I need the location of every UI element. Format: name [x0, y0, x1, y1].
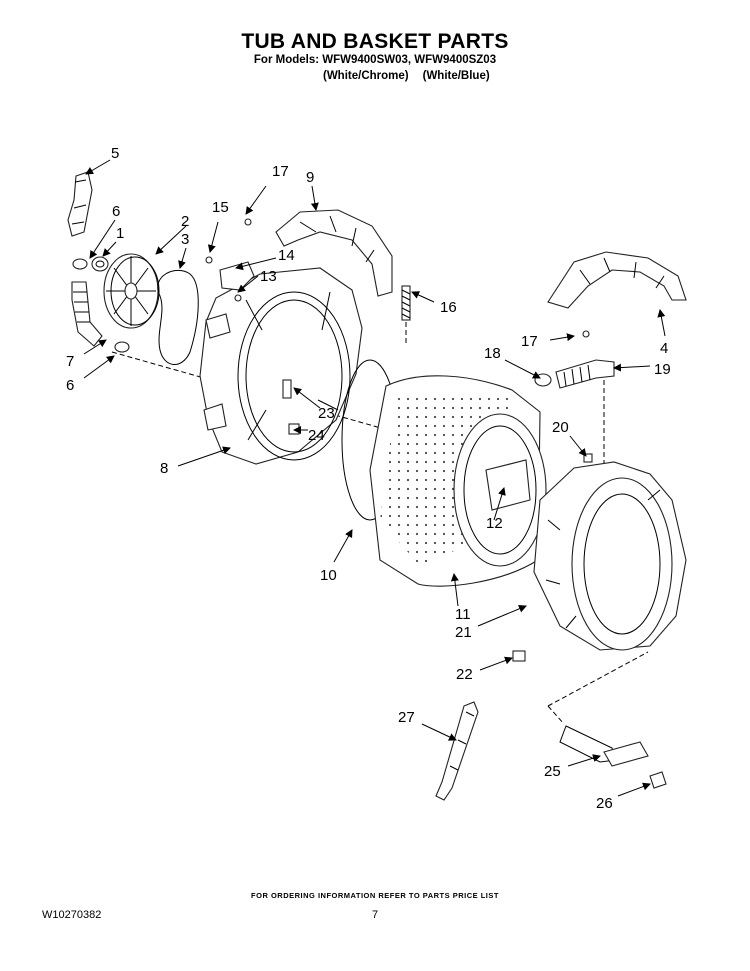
callout-22: 22 [456, 666, 473, 683]
callout-6-lower: 6 [66, 377, 74, 394]
callout-26: 26 [596, 795, 613, 812]
part-hose-clamp-upper [72, 256, 109, 272]
callout-27: 27 [398, 709, 415, 726]
part-shock-absorber [435, 701, 479, 801]
part-counterweight-lower [547, 251, 687, 338]
ordering-info: FOR ORDERING INFORMATION REFER TO PARTS … [251, 891, 499, 900]
callout-16: 16 [440, 299, 457, 316]
part-tub-hose [534, 359, 615, 470]
callout-9: 9 [306, 169, 314, 186]
page-number: 7 [372, 909, 379, 921]
part-pulley [103, 253, 160, 329]
callout-15: 15 [212, 199, 229, 216]
callout-17-lower: 17 [521, 333, 538, 350]
callout-25: 25 [544, 763, 561, 780]
callout-3: 3 [181, 231, 189, 248]
callout-7: 7 [66, 353, 74, 370]
callout-18: 18 [484, 345, 501, 362]
callout-1: 1 [116, 225, 124, 242]
callout-14: 14 [278, 247, 295, 264]
callout-20: 20 [552, 419, 569, 436]
part-front-tub [533, 453, 687, 651]
part-suspension-spring [401, 285, 411, 346]
page-title: TUB AND BASKET PARTS [241, 30, 509, 53]
part-drive-belt [157, 269, 199, 365]
part-gasket-piece [512, 650, 526, 662]
callout-21: 21 [455, 624, 472, 641]
callout-10: 10 [320, 567, 337, 584]
callout-5: 5 [111, 145, 119, 162]
callout-11: 11 [455, 606, 471, 623]
callout-labels: 5 6 1 2 3 17 9 15 14 13 16 7 6 23 24 8 1… [66, 145, 671, 812]
model-colors: (White/Chrome) (White/Blue) [323, 70, 490, 82]
part-lower-hose [71, 281, 130, 353]
part-upper-hose [67, 171, 93, 237]
callout-4: 4 [660, 340, 668, 357]
callout-8: 8 [160, 460, 168, 477]
callout-24: 24 [308, 427, 325, 444]
callout-6-upper: 6 [112, 203, 120, 220]
document-number: W10270382 [42, 909, 102, 921]
callout-17-upper: 17 [272, 163, 289, 180]
callout-12: 12 [486, 515, 503, 532]
callout-23: 23 [318, 405, 335, 422]
models-line: For Models: WFW9400SW03, WFW9400SZ03 [253, 54, 497, 66]
part-bracket [205, 256, 255, 302]
color-label-2: (White/Blue) [422, 70, 490, 82]
leader-lines [83, 159, 666, 797]
part-counterweight-upper [244, 209, 393, 297]
color-label-1: (White/Chrome) [323, 70, 409, 82]
callout-2: 2 [181, 213, 189, 230]
callout-19: 19 [654, 361, 671, 378]
part-heater [547, 651, 667, 789]
callout-13: 13 [260, 268, 277, 285]
part-basket [369, 375, 547, 587]
part-rear-tub [199, 267, 363, 465]
